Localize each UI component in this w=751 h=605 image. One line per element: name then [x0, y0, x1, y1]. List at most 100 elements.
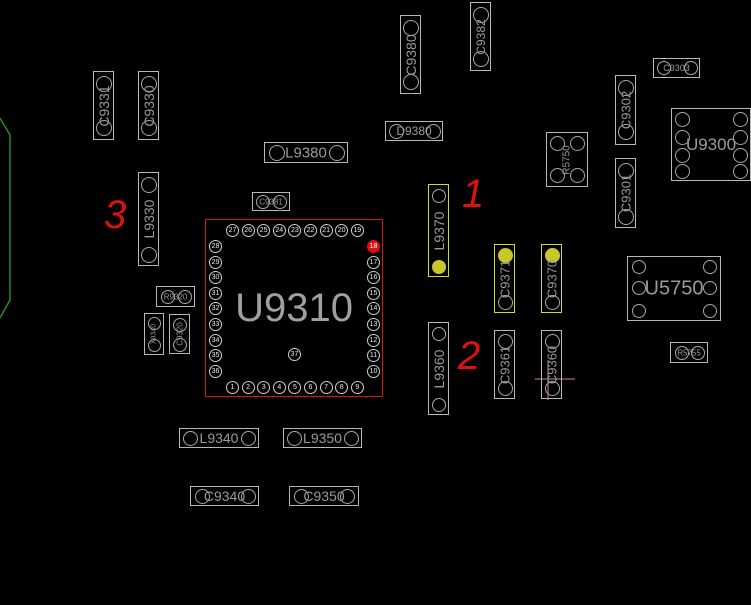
pad[interactable] — [618, 80, 634, 96]
ic-pin-37[interactable]: 37 — [288, 348, 301, 361]
pad[interactable] — [432, 260, 446, 274]
ic-pin-23[interactable]: 23 — [288, 224, 302, 237]
component-c9330[interactable]: C9330 — [138, 71, 159, 140]
ic-pin-15[interactable]: 15 — [367, 286, 380, 300]
component-c9350[interactable]: C9350 — [289, 486, 359, 506]
component-l9370[interactable]: L9370 — [428, 184, 449, 277]
ic-pin-25[interactable]: 25 — [257, 224, 271, 237]
component-c9340[interactable]: C9340 — [190, 486, 259, 506]
ic-pin-13[interactable]: 13 — [367, 318, 380, 331]
ic-pin-27[interactable]: 27 — [226, 224, 239, 237]
pad[interactable] — [570, 168, 585, 183]
ic-pin-18[interactable]: 18 — [367, 240, 380, 253]
ic-pin-34[interactable]: 34 — [209, 333, 222, 347]
ic-pin-7[interactable]: 7 — [319, 381, 333, 394]
pad[interactable] — [173, 318, 187, 332]
pad[interactable] — [256, 195, 270, 209]
component-c9361[interactable]: C9361 — [494, 330, 515, 399]
component-r5755[interactable]: R5755 — [670, 342, 708, 363]
component-c9303[interactable]: C9303 — [653, 58, 700, 78]
component-x9340[interactable]: X9340 — [144, 313, 164, 355]
pad[interactable] — [618, 209, 634, 225]
pad[interactable] — [389, 124, 404, 139]
ic-pin-28[interactable]: 28 — [209, 240, 222, 253]
pad[interactable] — [545, 334, 560, 349]
ic-pin-3[interactable]: 3 — [257, 381, 271, 394]
component-c9331[interactable]: C9331 — [93, 71, 114, 140]
pad[interactable] — [173, 338, 187, 352]
component-r9320[interactable]: R9320 — [156, 286, 195, 307]
ic-pin-10[interactable]: 10 — [367, 364, 380, 378]
ic-pin-5[interactable]: 5 — [288, 381, 302, 394]
pad[interactable] — [141, 247, 157, 263]
ic-pin-8[interactable]: 8 — [335, 381, 349, 394]
pad[interactable] — [675, 112, 690, 127]
ic-pin-21[interactable]: 21 — [319, 224, 333, 237]
pad[interactable] — [545, 295, 560, 310]
pad[interactable] — [161, 290, 175, 304]
pad[interactable] — [432, 398, 446, 412]
pad[interactable] — [294, 489, 309, 504]
ic-pin-4[interactable]: 4 — [272, 381, 286, 394]
pad[interactable] — [632, 304, 646, 318]
pad[interactable] — [498, 248, 513, 263]
component-d9380[interactable]: D9380 — [385, 121, 443, 141]
pad[interactable] — [148, 339, 161, 352]
ic-pin-12[interactable]: 12 — [367, 333, 380, 347]
ic-pin-31[interactable]: 31 — [209, 286, 222, 300]
component-l9380[interactable]: L9380 — [264, 142, 348, 163]
ic-pin-14[interactable]: 14 — [367, 302, 380, 316]
ic-pin-1[interactable]: 1 — [226, 381, 239, 394]
pad[interactable] — [618, 163, 634, 179]
pad[interactable] — [703, 260, 717, 274]
component-c9380[interactable]: C9380 — [400, 15, 421, 94]
ic-pin-33[interactable]: 33 — [209, 318, 222, 331]
pad[interactable] — [96, 120, 112, 136]
component-c9360[interactable]: C9360 — [541, 330, 562, 399]
ic-pin-19[interactable]: 19 — [350, 224, 364, 237]
ic-pin-16[interactable]: 16 — [367, 271, 380, 285]
pad[interactable] — [96, 76, 112, 92]
component-r5750[interactable]: R5750 — [546, 132, 588, 187]
pad[interactable] — [426, 124, 441, 139]
pad[interactable] — [657, 61, 671, 75]
pad[interactable] — [473, 51, 489, 67]
component-c9371[interactable]: C9371 — [494, 244, 515, 313]
ic-pin-11[interactable]: 11 — [367, 349, 380, 363]
ic-pin-30[interactable]: 30 — [209, 271, 222, 285]
pad[interactable] — [632, 281, 646, 295]
pad[interactable] — [340, 489, 355, 504]
pad[interactable] — [403, 20, 419, 36]
pad[interactable] — [570, 136, 585, 151]
ic-pin-24[interactable]: 24 — [272, 224, 286, 237]
component-l9360[interactable]: L9360 — [428, 322, 449, 415]
component-c9320[interactable]: C9320 — [169, 314, 190, 354]
pad[interactable] — [675, 148, 690, 163]
component-l9340[interactable]: L9340 — [179, 428, 259, 448]
component-l9330[interactable]: L9330 — [138, 172, 159, 266]
pad[interactable] — [141, 177, 157, 193]
pad[interactable] — [703, 304, 717, 318]
pad[interactable] — [195, 489, 210, 504]
pad[interactable] — [141, 120, 157, 136]
pad[interactable] — [287, 431, 302, 446]
pad[interactable] — [498, 334, 513, 349]
ic-pin-26[interactable]: 26 — [241, 224, 255, 237]
component-u5750[interactable]: U5750 — [627, 256, 721, 321]
component-c9302[interactable]: C9302 — [615, 75, 636, 145]
component-c9370[interactable]: C9370 — [541, 244, 562, 313]
pad[interactable] — [632, 260, 646, 274]
pad[interactable] — [269, 145, 285, 161]
pad[interactable] — [329, 145, 345, 161]
pad[interactable] — [733, 112, 748, 127]
pad[interactable] — [498, 295, 513, 310]
ic-pin-32[interactable]: 32 — [209, 302, 222, 316]
pad[interactable] — [675, 164, 690, 179]
pad[interactable] — [432, 189, 446, 203]
ic-pin-35[interactable]: 35 — [209, 349, 222, 363]
ic-pin-29[interactable]: 29 — [209, 255, 222, 269]
ic-pin-6[interactable]: 6 — [304, 381, 317, 394]
component-c9301[interactable]: C9301 — [615, 158, 636, 228]
ic-pin-17[interactable]: 17 — [367, 255, 380, 269]
pad[interactable] — [148, 317, 161, 330]
